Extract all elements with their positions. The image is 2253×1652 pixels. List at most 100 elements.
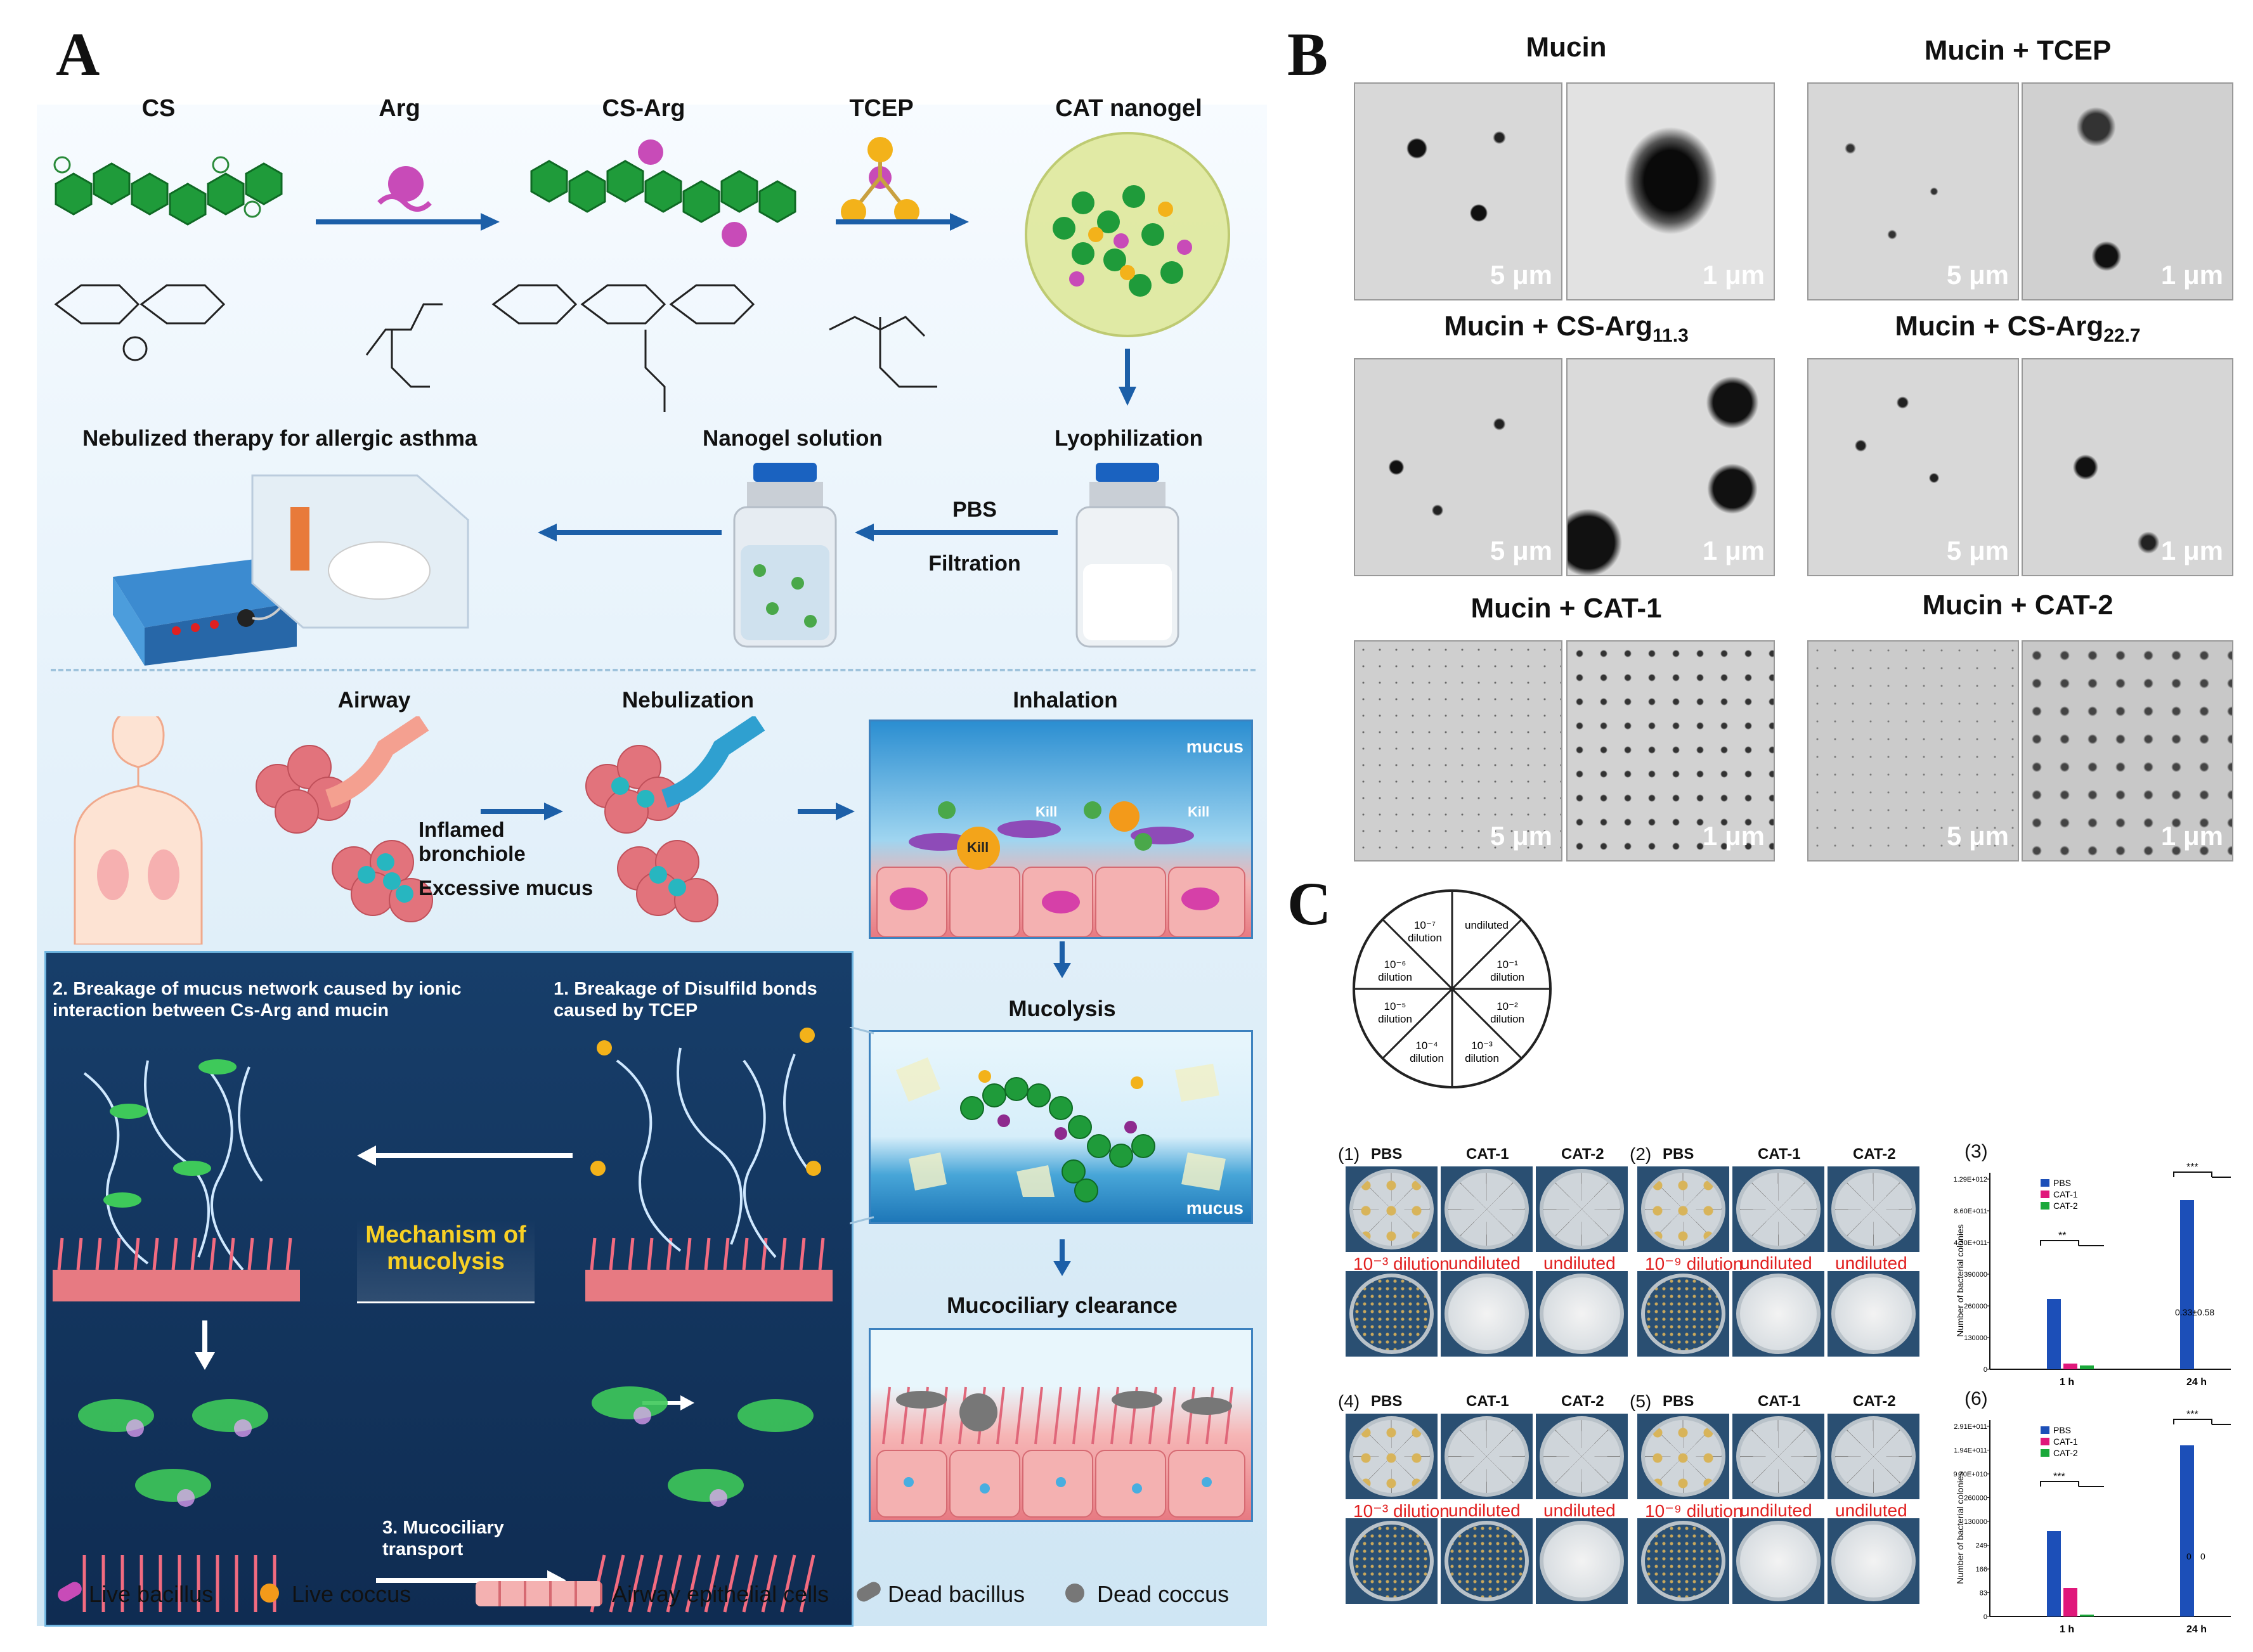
micrograph-csarg11-low: 5 μm (1354, 358, 1562, 576)
title-mucin-tcep: Mucin + TCEP (1924, 35, 2112, 66)
scale-bar-1um: 1 μm (2160, 821, 2223, 851)
label-pbs: PBS (952, 498, 997, 522)
separator-1 (51, 669, 1256, 671)
y-tick-label: 9.70E+010 (1953, 1471, 1987, 1478)
petri-dish-photo (1536, 1518, 1628, 1604)
scale-bar-1um: 1 μm (2160, 260, 2223, 290)
plate-column-head: CAT-2 (1561, 1145, 1604, 1163)
chart6-legend-pbs: PBS (2053, 1425, 2071, 1435)
micrograph-csarg11-high: 1 μm (1566, 358, 1775, 576)
chart3-note: 0.33±0.58 (2175, 1307, 2214, 1317)
chart3-sig-1h: ** (2058, 1230, 2066, 1241)
airway-illustration (74, 716, 855, 945)
plate-column-head: CAT-1 (1758, 1393, 1801, 1410)
scale-bar-1um: 1 μm (1702, 536, 1765, 565)
live-coccus-legend-icon (260, 1584, 279, 1603)
wheel-undiluted: undiluted (1465, 919, 1509, 931)
y-tick-label: 0 (1984, 1366, 1987, 1374)
micrograph-cat2-low: 5 μm (1807, 640, 2019, 861)
y-tick-label: 260000 (1964, 1495, 1987, 1502)
chart6-legend-pbs-swatch (2041, 1426, 2049, 1434)
chart3-legend-cat2: CAT-2 (2053, 1201, 2078, 1211)
bar (2180, 1445, 2194, 1617)
dilution-label: undiluted (1835, 1500, 1907, 1520)
scale-bar-5um: 5 μm (1490, 536, 1552, 565)
panel-letter-b: B (1287, 20, 1328, 88)
petri-dish-photo (1441, 1518, 1533, 1604)
petri-dish-photo (1346, 1166, 1438, 1252)
label-nebulization: Nebulization (621, 688, 755, 713)
label-filtration: Filtration (928, 552, 1021, 576)
label-mucus-top: mucus (1186, 737, 1243, 756)
scale-bar-1um: 1 μm (2160, 536, 2223, 565)
chart6-ylabel: Number of bacterial colonies (1955, 1471, 1965, 1584)
dead-bacillus-icon (854, 1579, 883, 1604)
chart6-id: (6) (1964, 1388, 1988, 1409)
label-arg: Arg (379, 95, 420, 122)
scale-bar-5um: 5 μm (1946, 260, 2009, 290)
arrow-down-1 (1053, 941, 1071, 978)
petri-dish-photo (1441, 1271, 1533, 1357)
chart3-legend-cat1: CAT-1 (2053, 1189, 2078, 1199)
label-mucus-bottom: mucus (1186, 1198, 1243, 1218)
label-nanogel-solution: Nanogel solution (703, 426, 883, 451)
petri-dish-photo (1637, 1166, 1729, 1252)
y-tick-label: 2.91E+011 (1954, 1423, 1987, 1431)
plate-column-head: PBS (1663, 1393, 1694, 1410)
petri-dish-photo (1346, 1518, 1438, 1604)
y-tick-label: 249 (1976, 1542, 1987, 1550)
label-airway: Airway (337, 688, 411, 713)
chart3-cat-24h: 24 h (2186, 1377, 2207, 1388)
y-tick-label: 0 (1984, 1613, 1987, 1621)
petri-dish-photo (1828, 1414, 1919, 1499)
chart3-cat-1h: 1 h (2060, 1377, 2074, 1388)
plate-column-head: CAT-1 (1466, 1145, 1509, 1163)
kill-label-3: Kill (1188, 804, 1210, 820)
label-tcep: TCEP (849, 95, 914, 122)
y-tick-label: 83 (1980, 1590, 1987, 1597)
connector-lines (850, 1027, 874, 1225)
arrow-down-2 (1053, 1239, 1071, 1276)
petri-dish-photo (1637, 1414, 1729, 1499)
chart3-legend-cat1-swatch (2041, 1191, 2049, 1198)
petri-dish-photo (1732, 1166, 1824, 1252)
mouse-icon (328, 541, 431, 600)
chart3-legend-pbs-swatch (2041, 1179, 2049, 1187)
label-inflamed-bronchiole: Inflamed bronchiole (419, 818, 526, 865)
scale-bar-1um: 1 μm (1702, 260, 1765, 290)
petri-dish-photo (1732, 1414, 1824, 1499)
petri-dish-photo (1828, 1271, 1919, 1357)
plate-column-head: PBS (1663, 1145, 1694, 1163)
chart3-sig-24h: *** (2186, 1162, 2198, 1173)
y-tick-label: 4.30E+011 (1954, 1239, 1987, 1247)
dilution-label: 10⁻⁹ dilution (1645, 1501, 1743, 1521)
wheel-dilution-1: 10⁻¹ dilution (1490, 958, 1524, 983)
dead-coccus-icon (1065, 1584, 1084, 1603)
label-cs-arg: CS-Arg (602, 95, 685, 122)
dilution-label: undiluted (1543, 1253, 1616, 1273)
person-icon (74, 716, 203, 945)
micrograph-mucin-high: 1 μm (1566, 82, 1775, 300)
wheel-dilution-2: 10⁻² dilution (1490, 1000, 1524, 1025)
synthesis-scheme (53, 132, 1230, 412)
y-tick-label: 1.29E+012 (1953, 1176, 1987, 1184)
mechanism-center-frame: Mechanism of mucolysis (357, 1219, 535, 1303)
bar (2063, 1364, 2077, 1369)
chart6-zero-cat2: 0 (2200, 1551, 2205, 1561)
label-excessive-mucus: Excessive mucus (419, 876, 594, 900)
title-mucin-cat2: Mucin + CAT-2 (1922, 590, 2113, 621)
title-mucin-cat1: Mucin + CAT-1 (1471, 593, 1662, 624)
label-mucociliary-clearance: Mucociliary clearance (947, 1293, 1178, 1318)
wheel-dilution-5: 10⁻⁵ dilution (1378, 1000, 1412, 1025)
plate-group-id: (5) (1630, 1391, 1652, 1411)
dilution-label: undiluted (1835, 1253, 1907, 1273)
petri-dish-photo (1732, 1271, 1824, 1357)
plate-column-head: PBS (1371, 1145, 1403, 1163)
petri-dish-photo (1828, 1518, 1919, 1604)
petri-dish-photo (1637, 1518, 1729, 1604)
dilution-label: 10⁻⁹ dilution (1645, 1254, 1743, 1274)
title-mucin-cs-arg-22: Mucin + CS-Arg22.7 (1895, 311, 2141, 346)
chart6-legend-cat1-swatch (2041, 1438, 2049, 1445)
scale-bar-5um: 5 μm (1946, 821, 2009, 851)
chart3-ylabel: Number of bacterial colonies (1955, 1224, 1965, 1336)
